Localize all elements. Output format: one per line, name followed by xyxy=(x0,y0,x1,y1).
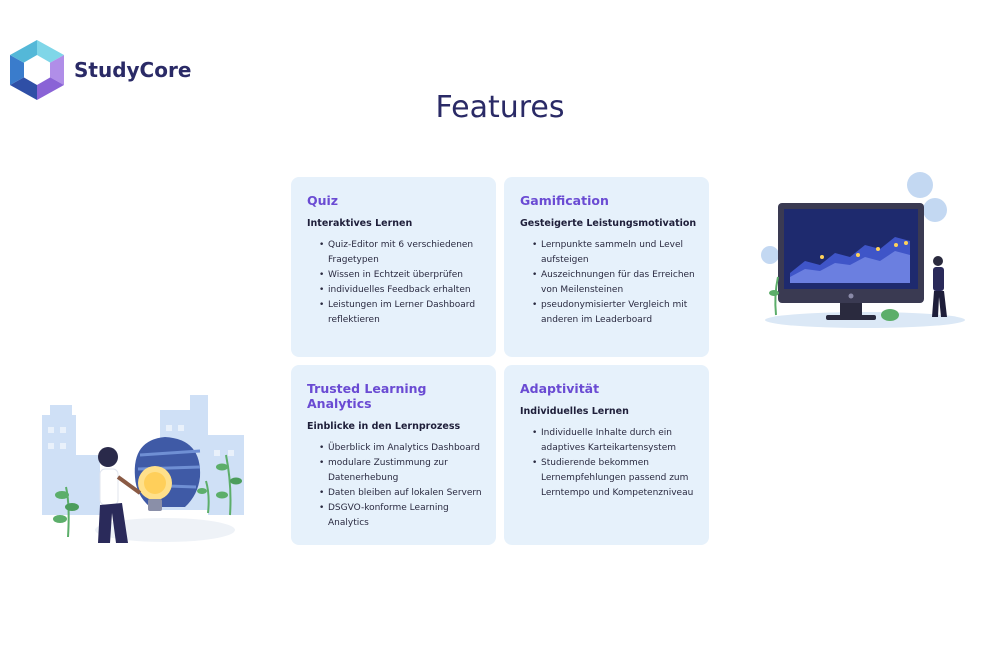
list-item: Leistungen im Lerner Dashboard reflektie… xyxy=(319,298,484,328)
list-item: Wissen in Echtzeit überprüfen xyxy=(319,268,484,283)
list-item: Quiz-Editor mit 6 verschiedenen Fragetyp… xyxy=(319,238,484,268)
feature-list: Quiz-Editor mit 6 verschiedenen Fragetyp… xyxy=(307,238,484,328)
lightbulb-idea-illustration xyxy=(42,395,244,543)
feature-card-adaptivitaet: Adaptivität Individuelles Lernen Individ… xyxy=(504,365,709,545)
card-title: Quiz xyxy=(307,193,339,208)
list-item: Daten bleiben auf lokalen Servern xyxy=(319,486,484,501)
hexagon-logo-icon xyxy=(10,40,64,100)
feature-list: Überblick im Analytics Dashboard modular… xyxy=(307,441,484,531)
feature-list: Lernpunkte sammeln und Level aufsteigen … xyxy=(520,238,697,328)
list-item: Studierende bekommen Lernempfehlungen pa… xyxy=(532,456,697,501)
card-subtitle: Einblicke in den Lernprozess xyxy=(307,421,461,432)
card-subtitle: Interaktives Lernen xyxy=(307,218,413,229)
feature-card-trusted-learning-analytics: Trusted Learning Analytics Einblicke in … xyxy=(291,365,496,545)
list-item: Überblick im Analytics Dashboard xyxy=(319,441,484,456)
feature-card-quiz: Quiz Interaktives Lernen Quiz-Editor mit… xyxy=(291,177,496,357)
feature-list: Individuelle Inhalte durch ein adaptives… xyxy=(520,426,697,501)
list-item: individuelles Feedback erhalten xyxy=(319,283,484,298)
card-title: Gamification xyxy=(520,193,609,208)
list-item: modulare Zustimmung zur Datenerhebung xyxy=(319,456,484,486)
feature-card-gamification: Gamification Gesteigerte Leistungsmotiva… xyxy=(504,177,709,357)
list-item: DSGVO-konforme Learning Analytics xyxy=(319,501,484,531)
brand-logo[interactable]: StudyCore xyxy=(10,40,191,100)
card-title: Trusted Learning Analytics xyxy=(307,381,427,411)
card-title: Adaptivität xyxy=(520,381,600,396)
brand-name: StudyCore xyxy=(74,58,192,82)
list-item: pseudonymisierter Vergleich mit anderen … xyxy=(532,298,697,328)
page-title: Features xyxy=(435,90,565,125)
list-item: Auszeichnungen für das Erreichen von Mei… xyxy=(532,268,697,298)
card-subtitle: Gesteigerte Leistungsmotivation xyxy=(520,218,697,229)
analytics-monitor-illustration xyxy=(761,172,965,328)
list-item: Lernpunkte sammeln und Level aufsteigen xyxy=(532,238,697,268)
card-subtitle: Individuelles Lernen xyxy=(520,406,629,417)
list-item: Individuelle Inhalte durch ein adaptives… xyxy=(532,426,697,456)
